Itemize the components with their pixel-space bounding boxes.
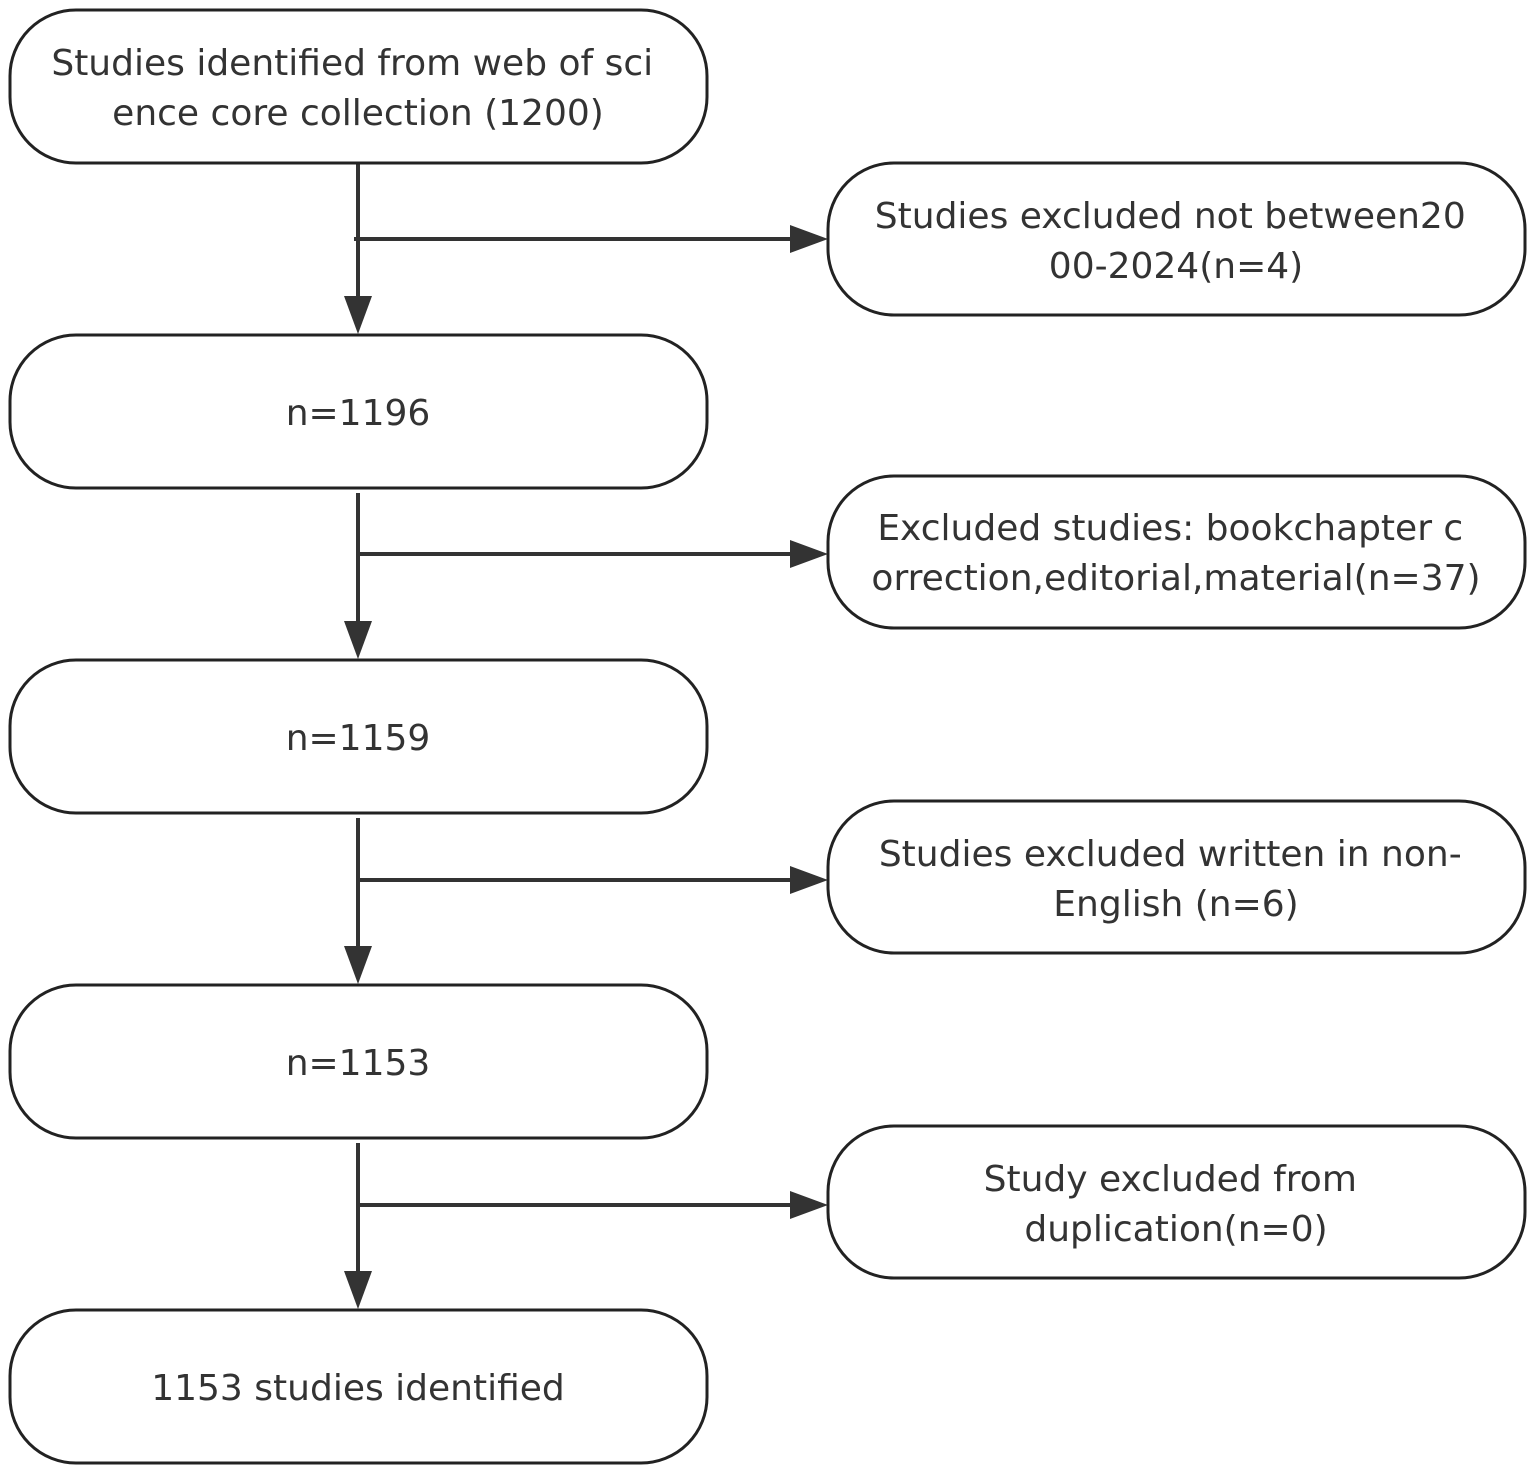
exclusion-box-line: Studies excluded not between20: [875, 196, 1466, 237]
svg-text:n=1196: n=1196: [286, 393, 431, 434]
arrowhead-side-4: [790, 1191, 828, 1219]
svg-text:Studies excluded not between20: Studies excluded not between20 00-2024(n…: [875, 196, 1477, 287]
exclusion-box-date: Studies excluded not between20 00-2024(n…: [826, 161, 1527, 317]
step-box-identified: Studies identified from web of sci ence …: [8, 8, 709, 165]
step-box-after-date-filter: n=1196: [8, 333, 709, 490]
step-box-line: n=1159: [286, 718, 431, 759]
exclusion-box-line: 00-2024(n=4): [1049, 246, 1303, 287]
arrowhead-side-1: [790, 225, 828, 253]
exclusion-box-language: Studies excluded written in non- English…: [826, 799, 1527, 955]
step-box-after-type-filter: n=1159: [8, 658, 709, 815]
svg-text:Excluded studies: bookchapter: Excluded studies: bookchapter c orrectio…: [871, 508, 1480, 599]
exclusion-box-line: duplication(n=0): [1024, 1209, 1327, 1250]
arrowhead-main-1: [344, 296, 372, 334]
step-box-after-language-filter: n=1153: [8, 983, 709, 1140]
svg-text:Studies excluded written in no: Studies excluded written in non- English…: [879, 834, 1473, 925]
exclusion-box-duplication: Study excluded from duplication(n=0): [826, 1124, 1527, 1280]
svg-text:Studies identified from web of: Studies identified from web of sci ence …: [51, 43, 664, 134]
arrowhead-side-2: [790, 540, 828, 568]
exclusion-box-line: Studies excluded written in non-: [879, 834, 1462, 875]
exclusion-box-type: Excluded studies: bookchapter c orrectio…: [826, 474, 1527, 630]
exclusion-box-line: Excluded studies: bookchapter c: [877, 508, 1463, 549]
arrowhead-main-2: [344, 621, 372, 659]
svg-text:Study excluded from dupl: Study excluded from duplication(n=0): [984, 1159, 1369, 1250]
step-box-final: 1153 studies identified: [8, 1308, 709, 1465]
step-box-line: n=1153: [286, 1043, 431, 1084]
step-box-line: Studies identified from web of sci: [51, 43, 653, 84]
exclusion-box-line: English (n=6): [1053, 884, 1298, 925]
svg-text:n=1159: n=1159: [286, 718, 431, 759]
arrowhead-main-4: [344, 1271, 372, 1309]
step-box-line: n=1196: [286, 393, 431, 434]
step-box-line: 1153 studies identified: [151, 1368, 565, 1409]
exclusion-box-line: Study excluded from: [984, 1159, 1357, 1200]
exclusion-box-line: orrection,editorial,material(n=37): [871, 558, 1480, 599]
svg-text:1153 studies identified: 1153 studies identified: [151, 1368, 565, 1409]
svg-text:n=1153: n=1153: [286, 1043, 431, 1084]
arrowhead-side-3: [790, 866, 828, 894]
arrowhead-main-3: [344, 946, 372, 984]
step-box-line: ence core collection (1200): [112, 93, 604, 134]
